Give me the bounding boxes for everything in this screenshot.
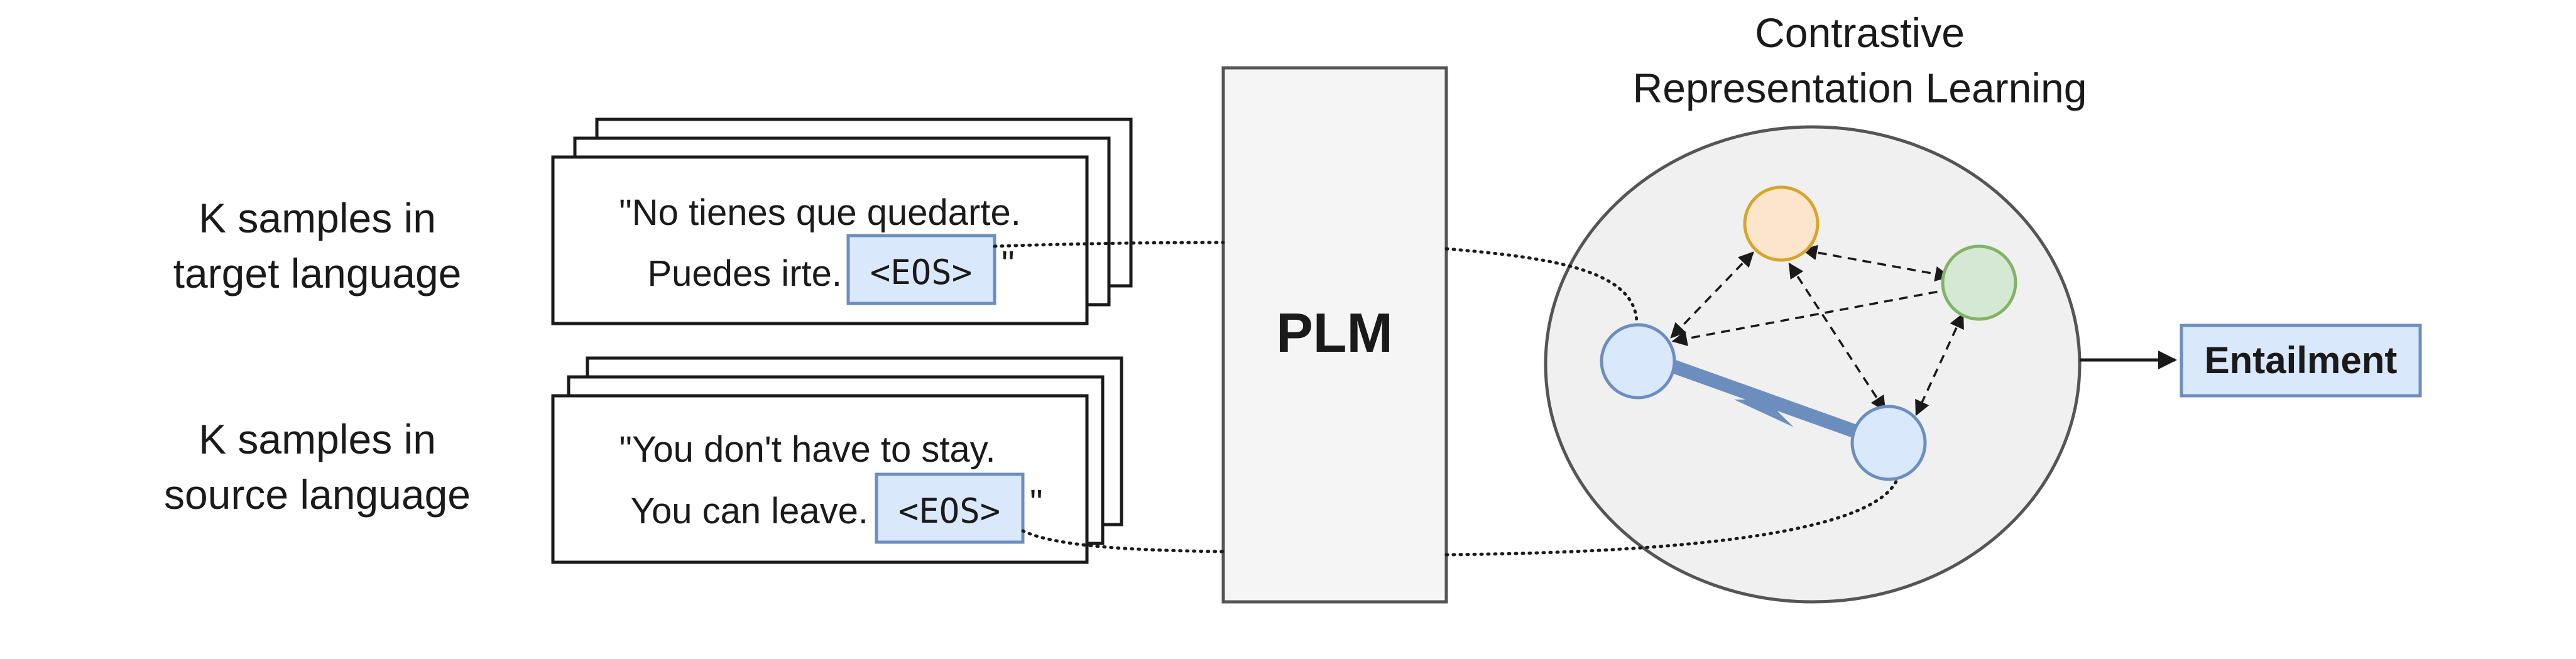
source-label-line2: source language [164, 471, 471, 518]
positive-pair-line [1669, 359, 1864, 440]
source-sample-line2: You can leave. [631, 491, 868, 531]
target-sample-line2: Puedes irte. [647, 253, 842, 294]
edge-orange-green [1801, 244, 1951, 282]
source-closing-quote: " [1030, 482, 1043, 523]
target-sample-card [551, 155, 1089, 325]
target-eos-token: <EOS> [870, 253, 973, 292]
orange-node [1743, 185, 1820, 262]
edge-orange-blue-left [1670, 251, 1754, 339]
target-closing-quote: " [1001, 244, 1015, 285]
target-label-line1: K samples in [199, 195, 436, 241]
source-sample-line1: "You don't have to stay. [619, 429, 995, 470]
target-language-label: K samples in target language [173, 195, 462, 297]
target-sample-stack: "No tienes que quedarte. Puedes irte. <E… [551, 117, 1133, 325]
target-eos-to-plm-connector [993, 241, 1225, 248]
target-sample-line1: "No tienes que quedarte. [619, 192, 1021, 233]
source-language-label: K samples in source language [164, 416, 471, 518]
green-node [1941, 244, 2017, 321]
contrastive-title-line1: Contrastive [1755, 9, 1965, 56]
plm-label: PLM [1276, 302, 1393, 364]
source-sample-stack: "You don't have to stay. You can leave. … [551, 356, 1123, 564]
edge-green-blue-right [1915, 312, 1964, 417]
positive-pair-edge [1669, 359, 1864, 440]
target-eos-token-box [846, 234, 996, 305]
target-blue-node [1600, 323, 1676, 400]
plm-to-target-node-connector [1444, 247, 1639, 325]
plm-to-source-node-connector [1444, 477, 1899, 557]
source-eos-token-box [875, 472, 1025, 544]
positive-pair-arrowhead [1734, 400, 1794, 427]
plm-box [1221, 66, 1448, 604]
source-blue-node [1850, 405, 1927, 481]
source-eos-token: <EOS> [898, 491, 1001, 531]
target-label-line2: target language [173, 250, 462, 297]
entailment-output: Entailment [2180, 324, 2422, 398]
source-eos-to-plm-connector [1021, 529, 1225, 553]
contrastive-title-line2: Representation Learning [1633, 65, 2087, 111]
entailment-label: Entailment [2205, 339, 2398, 381]
plm-block: PLM [1221, 66, 1448, 604]
entailment-box [2180, 324, 2422, 398]
contrastive-title: Contrastive Representation Learning [1633, 9, 2087, 111]
source-label-line1: K samples in [199, 416, 436, 462]
